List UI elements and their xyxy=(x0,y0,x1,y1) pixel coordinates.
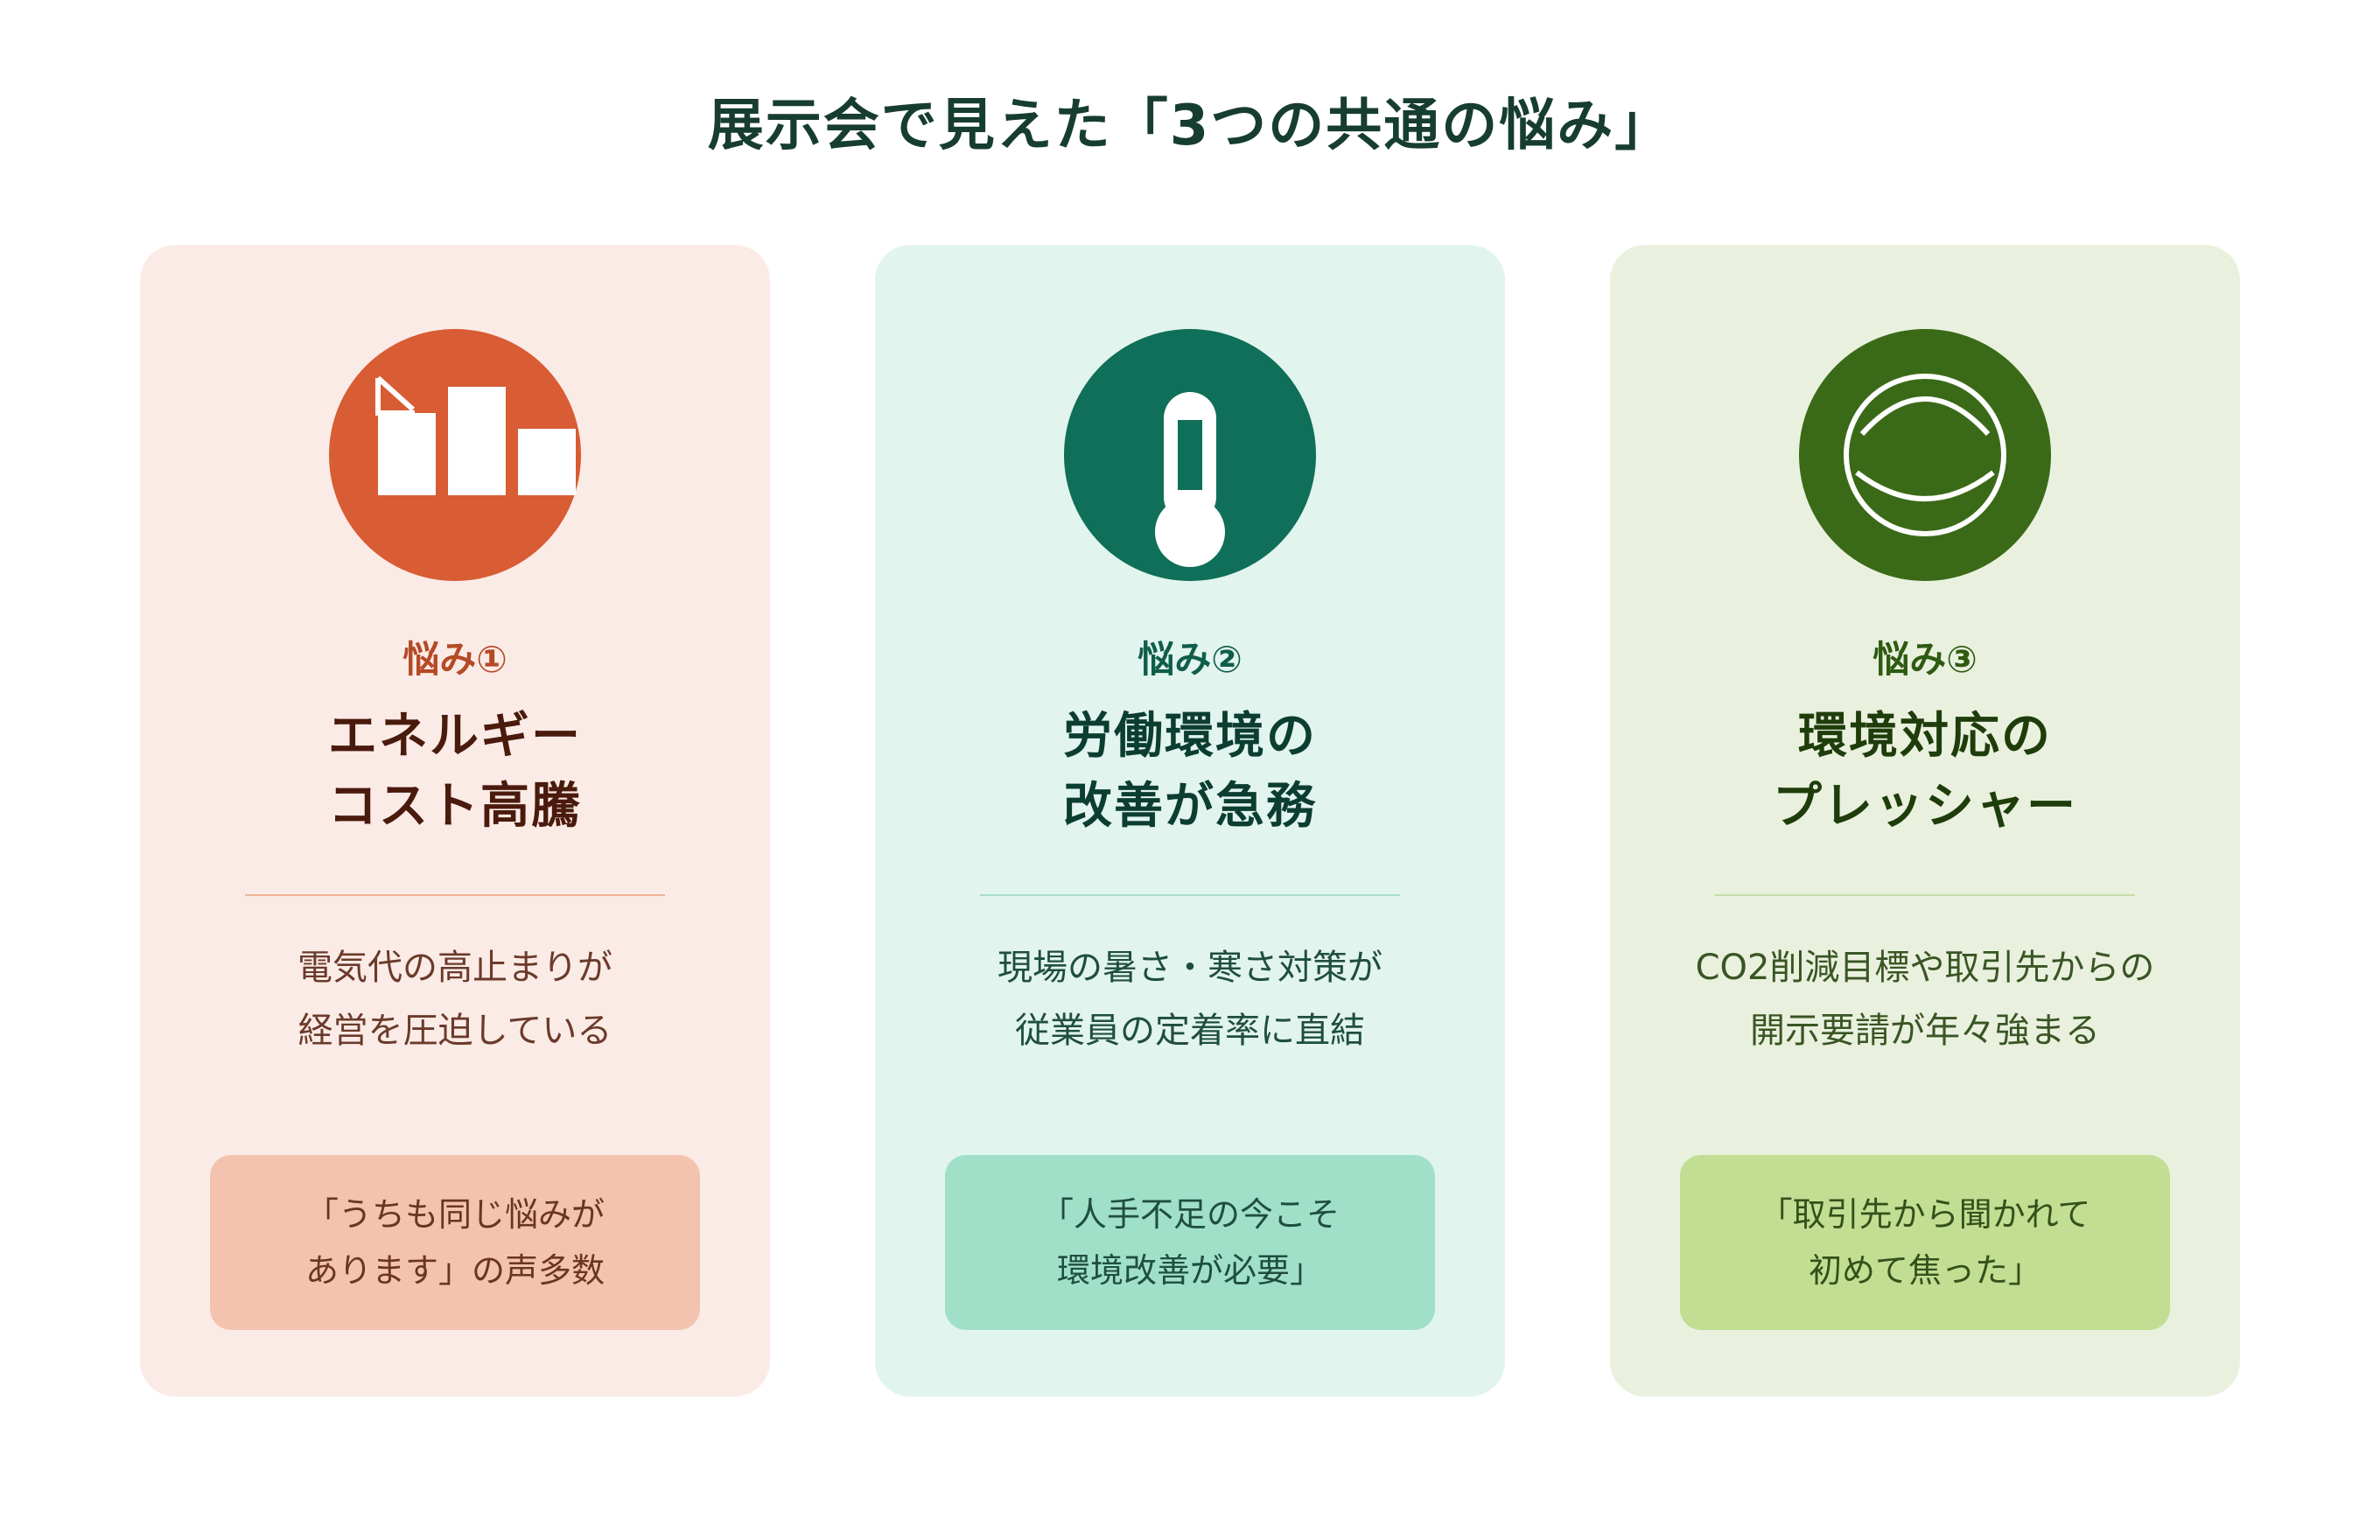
worry-description: CO2削減目標や取引先からの 開示要請が年々強まる xyxy=(1628,936,2222,1062)
worry-title: エネルギー コスト高騰 xyxy=(140,702,770,842)
worry-title: 労働環境の 改善が急務 xyxy=(875,702,1505,842)
description-line: 開示要請が年々強まる xyxy=(1750,1011,2100,1051)
divider xyxy=(1715,894,2135,896)
worry-title-line: エネルギー xyxy=(328,708,582,765)
worry-description: 電気代の高止まりが 経営を圧迫している xyxy=(158,936,752,1062)
quote-line: 初めて焦った」 xyxy=(1808,1251,2041,1290)
worry-title-line: コスト高騰 xyxy=(328,778,582,835)
quote-line: 「うちも同じ悩みが xyxy=(304,1195,605,1234)
worry-title-line: プレッシャー xyxy=(1773,778,2077,835)
worry-label: 悩み③ xyxy=(1872,638,1978,681)
quote-line: 「取引先から聞かれて xyxy=(1759,1195,2091,1234)
description-line: CO2削減目標や取引先からの xyxy=(1695,948,2155,988)
quote-box: 「取引先から聞かれて 初めて焦った」 xyxy=(1680,1155,2170,1330)
quote-line: 「人手不足の今こそ xyxy=(1040,1195,1340,1234)
divider xyxy=(980,894,1400,896)
divider xyxy=(245,894,665,896)
worry-title-line: 労働環境の xyxy=(1063,708,1317,765)
worry-card-2: 悩み② 労働環境の 改善が急務 現場の暑さ・寒さ対策が 従業員の定着率に直結 「… xyxy=(875,245,1505,1396)
worry-title: 環境対応の プレッシャー xyxy=(1610,702,2240,842)
quote-line: あります」の声多数 xyxy=(304,1251,605,1290)
description-line: 経営を圧迫している xyxy=(298,1011,612,1051)
description-line: 従業員の定着率に直結 xyxy=(1015,1011,1365,1051)
worry-title-line: 改善が急務 xyxy=(1063,778,1317,835)
worry-label: 悩み① xyxy=(402,638,508,681)
page-title: 展示会で見えた「3つの共通の悩み」 xyxy=(707,94,1673,158)
worry-card-3: 悩み③ 環境対応の プレッシャー CO2削減目標や取引先からの 開示要請が年々強… xyxy=(1610,245,2240,1396)
thermometer-icon xyxy=(1064,329,1316,581)
quote-box: 「人手不足の今こそ 環境改善が必要」 xyxy=(945,1155,1435,1330)
bar-chart-icon xyxy=(329,329,581,581)
worry-title-line: 環境対応の xyxy=(1798,708,2052,765)
description-line: 電気代の高止まりが xyxy=(298,948,612,988)
worry-description: 現場の暑さ・寒さ対策が 従業員の定着率に直結 xyxy=(892,936,1488,1062)
globe-icon xyxy=(1799,329,2051,581)
worry-card-1: 悩み① エネルギー コスト高騰 電気代の高止まりが 経営を圧迫している 「うちも… xyxy=(140,245,770,1396)
worry-label: 悩み② xyxy=(1138,638,1242,681)
quote-line: 環境改善が必要」 xyxy=(1056,1251,1323,1290)
description-line: 現場の暑さ・寒さ対策が xyxy=(998,948,1382,988)
quote-box: 「うちも同じ悩みが あります」の声多数 xyxy=(210,1155,700,1330)
